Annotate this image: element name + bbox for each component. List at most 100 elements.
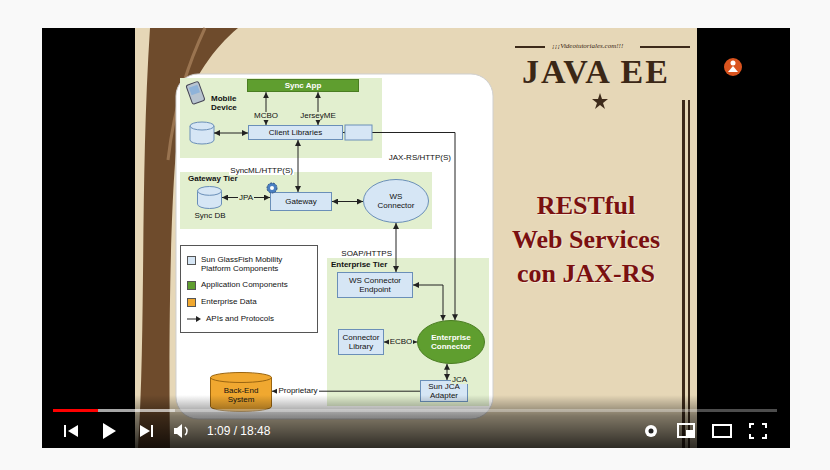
phone-body: [186, 81, 205, 104]
database-cylinder: Sync DB: [193, 186, 226, 220]
settings-hub: [649, 429, 654, 434]
cylinder-top: [211, 373, 272, 383]
component-box: Sync App: [247, 79, 359, 92]
tier-heading: Enterprise Tier: [331, 261, 411, 270]
protocol-connector: [318, 92, 319, 125]
legend-text: Sun GlassFish Mobility Platform Componen…: [201, 255, 311, 273]
legend-arrow-line: [187, 319, 197, 320]
legend-swatch: [187, 256, 196, 265]
node-label: Sync DB: [194, 211, 225, 220]
gear-icon: [267, 183, 277, 193]
video-ground: [42, 28, 790, 448]
node-label: WS Connector: [372, 192, 421, 210]
legend-swatch: [187, 281, 196, 290]
protocol-label: Proprietary: [277, 387, 318, 395]
node-label: Enterprise Connector: [426, 333, 476, 351]
volume-button: [174, 424, 182, 438]
gear-hub: [270, 186, 274, 190]
edge-label-holder: ECBO: [389, 330, 414, 348]
edge-label-holder: SyncML/HTTP(S): [229, 159, 294, 177]
fullscreen-button: [750, 424, 766, 438]
legend-row: Sun GlassFish Mobility Platform Componen…: [187, 255, 311, 273]
legend-row: Enterprise Data: [187, 297, 311, 307]
node-label: WS Connector Endpoint: [341, 276, 409, 294]
legend-text: APIs and Protocols: [206, 314, 274, 323]
protocol-connector: [447, 364, 448, 380]
component-box: WS Connector Endpoint: [337, 272, 413, 298]
tier-heading: Mobile Device: [211, 95, 247, 113]
prev-button: [64, 425, 66, 437]
ellipse-outline: [364, 180, 429, 223]
protocol-connector: [343, 133, 455, 321]
phone-screen: [189, 85, 200, 96]
connector-ellipse: WS Connector: [363, 179, 429, 223]
protocol-label: MCBO: [253, 112, 279, 120]
legend-text: Enterprise Data: [201, 297, 257, 306]
volume-wave: [185, 427, 187, 435]
label-holder: JAVA EE: [522, 55, 670, 89]
legend-row: Application Components: [187, 280, 311, 290]
label-holder: 1:09 / 18:48: [207, 424, 270, 438]
channel-logo-mark: [731, 61, 736, 66]
protocol-connector: [396, 223, 397, 272]
time-display: 1:09 / 18:48: [207, 424, 270, 438]
progress-track: [53, 409, 777, 412]
legend-box: Sun GlassFish Mobility Platform Componen…: [180, 245, 318, 333]
next-button: [140, 425, 150, 437]
logo-text: JAVA EE: [522, 55, 670, 89]
ellipse-outline: [418, 321, 485, 364]
node-label: Client Libraries: [269, 128, 322, 137]
protocol-connector: [298, 140, 299, 192]
tier-heading: Gateway Tier: [188, 175, 278, 184]
slide-ground: [135, 28, 697, 448]
miniplayer-inset: [686, 430, 693, 436]
logo-star: [592, 93, 608, 109]
protocol-connector: [413, 285, 443, 321]
protocol-label: JPA: [238, 194, 254, 202]
edge-label-holder: JAX-RS/HTTP(S): [388, 146, 452, 164]
component-box: Gateway: [270, 192, 332, 211]
diagram-panel: [176, 74, 493, 419]
settings-button: [645, 425, 657, 437]
site-text: ¡¡¡Videotutoriales.com!!!: [552, 43, 623, 50]
play-button: [103, 423, 116, 439]
protocol-connector: [332, 201, 363, 202]
legend-arrow-sample: [187, 315, 201, 323]
cylinder-top: [198, 187, 222, 196]
component-box: Connector Library: [338, 329, 384, 355]
protocol-connector: [222, 197, 270, 198]
controls-shade: [42, 395, 790, 448]
tier-region: Gateway TierSync DB Gateway WS Connector: [180, 172, 432, 229]
phone-icon: [186, 81, 205, 104]
protocol-label: SyncML/HTTP(S): [229, 167, 294, 175]
edge-label-holder: Proprietary: [277, 379, 318, 397]
progress-buffer: [53, 409, 175, 412]
protocol-label: SOAP/HTTPS: [340, 250, 393, 258]
legend-text: Application Components: [201, 280, 288, 289]
protocol-label: JAX-RS/HTTP(S): [388, 154, 452, 162]
protocol-connector: [384, 342, 417, 343]
device-db-top: [190, 122, 214, 130]
node-label: Sun JCA Adapter: [424, 382, 464, 400]
prev-button: [68, 425, 78, 437]
edge-label-holder: JPA: [238, 186, 254, 204]
title-holder: RESTful Web Services con JAX-RS: [509, 189, 663, 291]
protocol-connector: [266, 92, 267, 125]
tier-region: Mobile Device Sync AppClient Libraries: [180, 78, 382, 158]
miniplayer-button: [678, 424, 694, 437]
node-label: Back-End System: [212, 386, 270, 404]
node-label: Sync App: [285, 81, 322, 90]
edge-label-holder: JCA: [451, 368, 468, 386]
node-label: Connector Library: [342, 333, 380, 351]
protocol-label: JerseyME: [299, 112, 337, 120]
channel-logo: [724, 58, 742, 76]
protocol-connector: [272, 391, 420, 392]
progress-played: [53, 409, 98, 412]
legend-arrow-head: [196, 316, 201, 322]
connector-ellipse: Enterprise Connector: [417, 320, 485, 364]
channel-logo-mark: [728, 66, 738, 72]
legend-row: APIs and Protocols: [187, 314, 311, 323]
slide-title: RESTful Web Services con JAX-RS: [509, 189, 663, 291]
db-link: [214, 133, 248, 134]
